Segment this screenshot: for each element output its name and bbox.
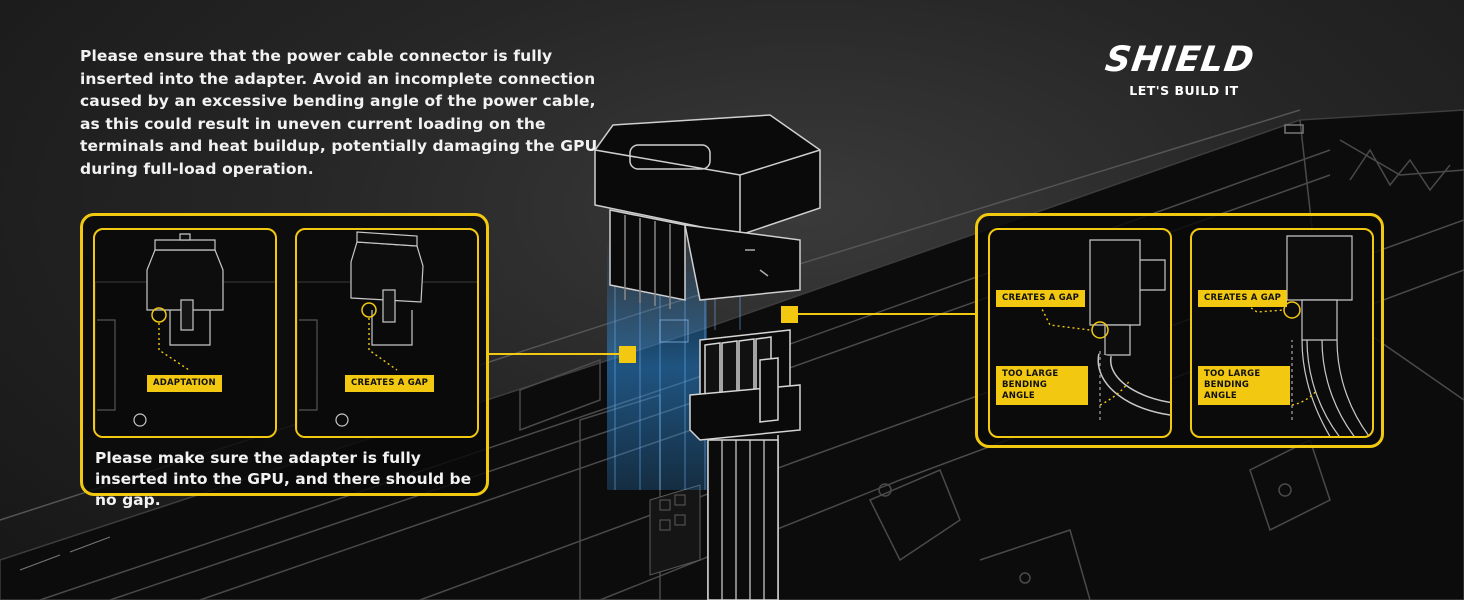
label-creates-gap-2: CREATES A GAP (1198, 290, 1288, 307)
label-bending-angle-2: TOO LARGE BENDING ANGLE (1198, 366, 1290, 405)
label-adaptation: ADAPTATION (147, 375, 222, 392)
cable-bending-callout: CREATES A GAP TOO LARGE BENDING ANGLE CR… (975, 213, 1384, 448)
adapter-insertion-caption: Please make sure the adapter is fully in… (95, 449, 472, 509)
adapter-insertion-callout: ADAPTATION CREATES A GAP Please make sur… (80, 213, 489, 509)
brand-logo: SHIELD LET'S BUILD IT (1090, 40, 1270, 98)
right-connector-line (798, 313, 976, 315)
cable-bend-illustration-2 (1246, 235, 1370, 436)
brand-tagline: LET'S BUILD IT (1129, 83, 1239, 98)
adapter-correct-illustration (95, 233, 275, 436)
intro-text: Please ensure that the power cable conne… (80, 47, 598, 178)
label-creates-gap: CREATES A GAP (345, 375, 435, 392)
right-marker (781, 306, 798, 323)
cable-bend-illustration-1 (1039, 239, 1170, 420)
panel-creates-gap: CREATES A GAP (295, 228, 479, 438)
panel-adaptation: ADAPTATION (93, 228, 277, 438)
panel-bend-2: CREATES A GAP TOO LARGE BENDING ANGLE (1190, 228, 1374, 438)
brand-name: SHIELD (1102, 40, 1258, 80)
adapter-gap-illustration (297, 231, 477, 436)
adapter (594, 114, 821, 309)
label-creates-gap-1: CREATES A GAP (996, 290, 1086, 307)
power-cable-connector (689, 329, 801, 600)
left-marker (619, 346, 636, 363)
panel-bend-1: CREATES A GAP TOO LARGE BENDING ANGLE (988, 228, 1172, 438)
label-bending-angle-1: TOO LARGE BENDING ANGLE (996, 366, 1088, 405)
left-connector-line (489, 353, 619, 355)
